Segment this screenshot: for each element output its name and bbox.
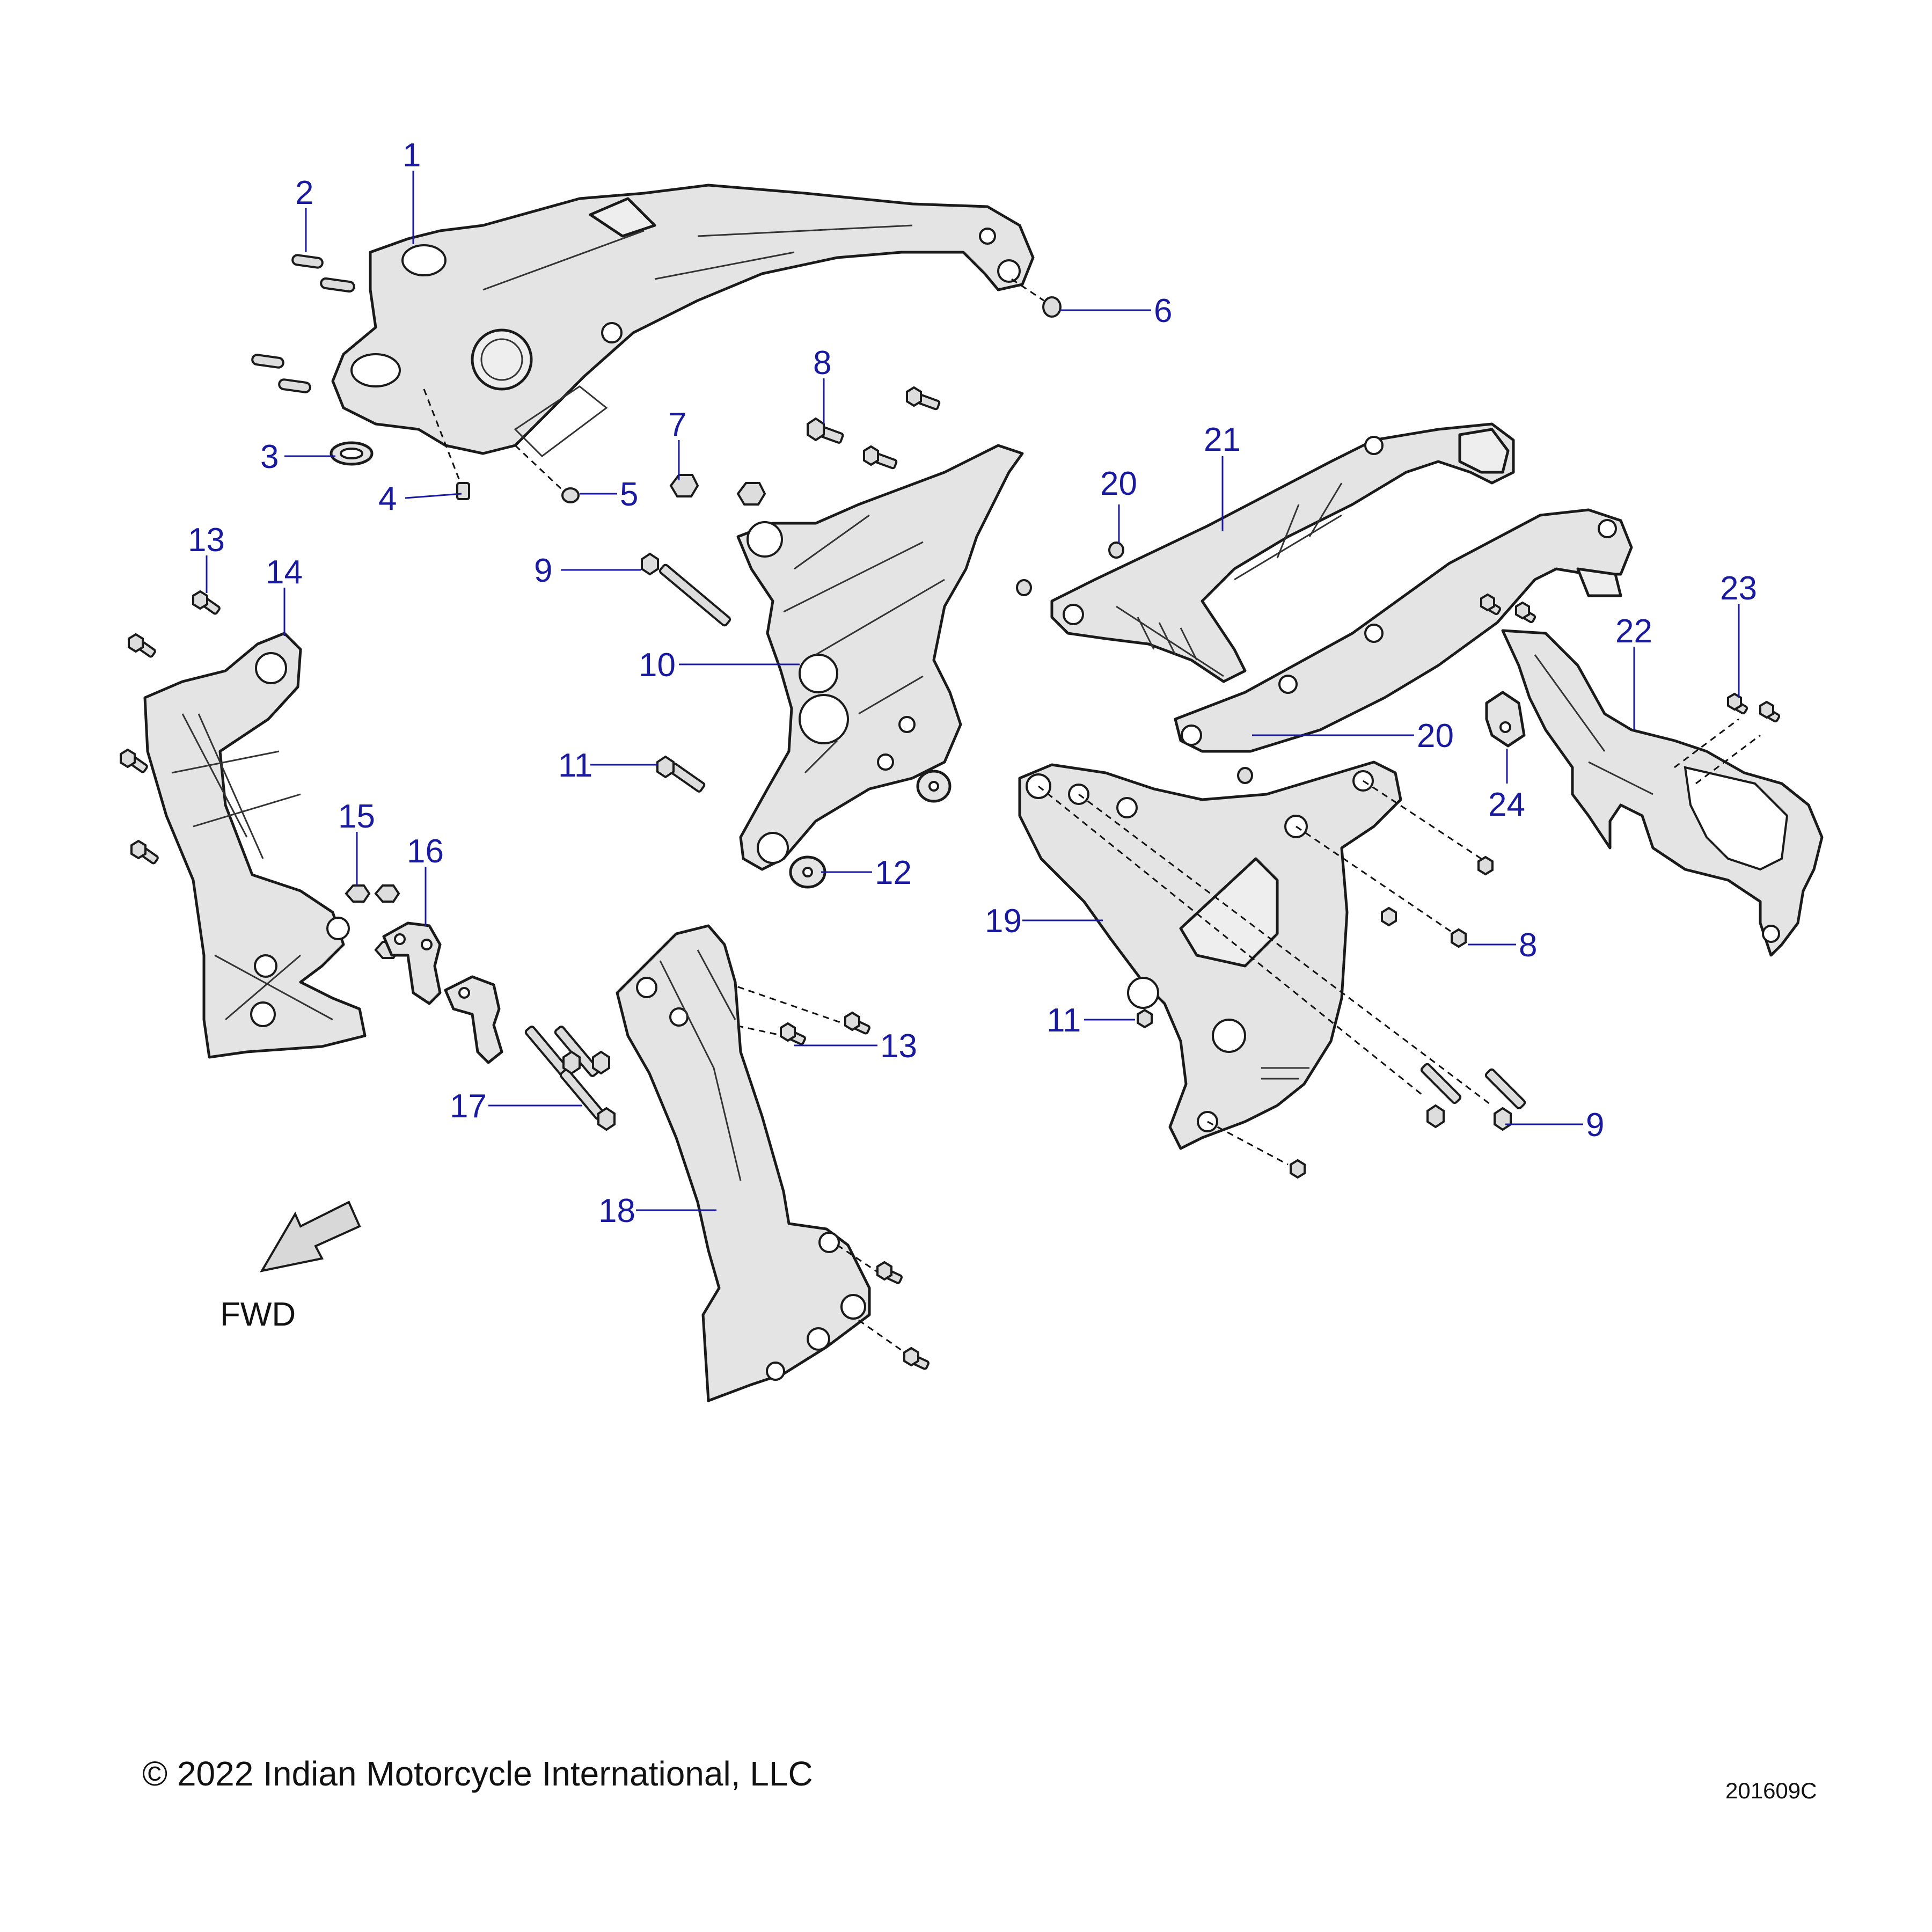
callout-6[interactable]: 6 xyxy=(1154,292,1172,330)
forward-arrow-icon xyxy=(260,1201,361,1272)
callout-15[interactable]: 15 xyxy=(338,798,375,835)
side-plate-part-10[interactable] xyxy=(736,444,1024,871)
left-bracket-part-14[interactable] xyxy=(143,632,367,1059)
nut-part-7[interactable] xyxy=(669,474,766,506)
callout-5[interactable]: 5 xyxy=(620,476,638,513)
callout-9-right[interactable]: 9 xyxy=(1586,1107,1604,1144)
callout-3[interactable]: 3 xyxy=(260,438,279,475)
callout-20-bottom[interactable]: 20 xyxy=(1417,718,1454,755)
callout-9-left[interactable]: 9 xyxy=(534,552,552,589)
callout-13-left[interactable]: 13 xyxy=(188,522,225,559)
steering-seal-part[interactable] xyxy=(330,441,374,466)
callout-12[interactable]: 12 xyxy=(875,854,912,891)
leader-lines xyxy=(206,171,1740,1211)
copyright-text: © 2022 Indian Motorcycle International, … xyxy=(142,1754,813,1793)
forward-direction-indicator: FWD xyxy=(220,1201,361,1333)
callout-labels: 1 2 3 4 5 6 7 8 9 10 11 12 13 14 15 16 1… xyxy=(188,137,1757,1230)
callout-13-right[interactable]: 13 xyxy=(880,1028,917,1065)
main-frame-part[interactable] xyxy=(331,184,1035,457)
fwd-label: FWD xyxy=(220,1296,296,1333)
callout-11-left[interactable]: 11 xyxy=(558,747,592,784)
callout-14[interactable]: 14 xyxy=(266,554,303,591)
fitting-part[interactable] xyxy=(423,389,470,500)
callout-2[interactable]: 2 xyxy=(295,174,313,211)
plug-part[interactable] xyxy=(514,444,580,503)
washer-part-12[interactable] xyxy=(789,770,952,889)
callout-16[interactable]: 16 xyxy=(407,833,444,870)
callout-23[interactable]: 23 xyxy=(1720,570,1757,607)
frame-pins-part[interactable] xyxy=(251,254,355,393)
right-plate-part-19[interactable] xyxy=(1018,760,1526,1179)
callout-7[interactable]: 7 xyxy=(668,406,686,443)
callout-10[interactable]: 10 xyxy=(639,647,676,684)
callout-11-right[interactable]: 11 xyxy=(1046,1002,1081,1039)
bushing-part[interactable] xyxy=(1011,278,1062,318)
long-bolt-part-9[interactable] xyxy=(641,552,731,627)
drawing-number: 201609C xyxy=(1725,1778,1817,1803)
callout-1[interactable]: 1 xyxy=(402,137,421,174)
subframe-part-21[interactable] xyxy=(1050,422,1633,753)
callout-21[interactable]: 21 xyxy=(1204,421,1241,458)
bolts-part-8-upper[interactable] xyxy=(807,386,941,470)
lower-bracket-part-18[interactable] xyxy=(616,924,930,1402)
bolts-part-13[interactable] xyxy=(120,590,870,1045)
rear-bracket-part-22[interactable] xyxy=(1501,629,1824,957)
bolts-part-23[interactable] xyxy=(1480,593,1781,723)
long-bolts-part-17[interactable] xyxy=(524,1026,616,1131)
callout-24[interactable]: 24 xyxy=(1488,786,1525,823)
link-plates-part-16[interactable] xyxy=(382,921,503,1064)
callout-20-top[interactable]: 20 xyxy=(1100,465,1137,502)
callout-8-right[interactable]: 8 xyxy=(1519,927,1537,964)
callout-18[interactable]: 18 xyxy=(598,1192,635,1230)
callout-19[interactable]: 19 xyxy=(985,903,1022,940)
small-bracket-part-24[interactable] xyxy=(1485,691,1526,748)
callout-17[interactable]: 17 xyxy=(450,1088,487,1125)
callout-22[interactable]: 22 xyxy=(1615,613,1652,650)
callout-8-top[interactable]: 8 xyxy=(813,345,831,382)
callout-4[interactable]: 4 xyxy=(378,480,397,517)
bolt-part-11[interactable] xyxy=(656,755,706,793)
